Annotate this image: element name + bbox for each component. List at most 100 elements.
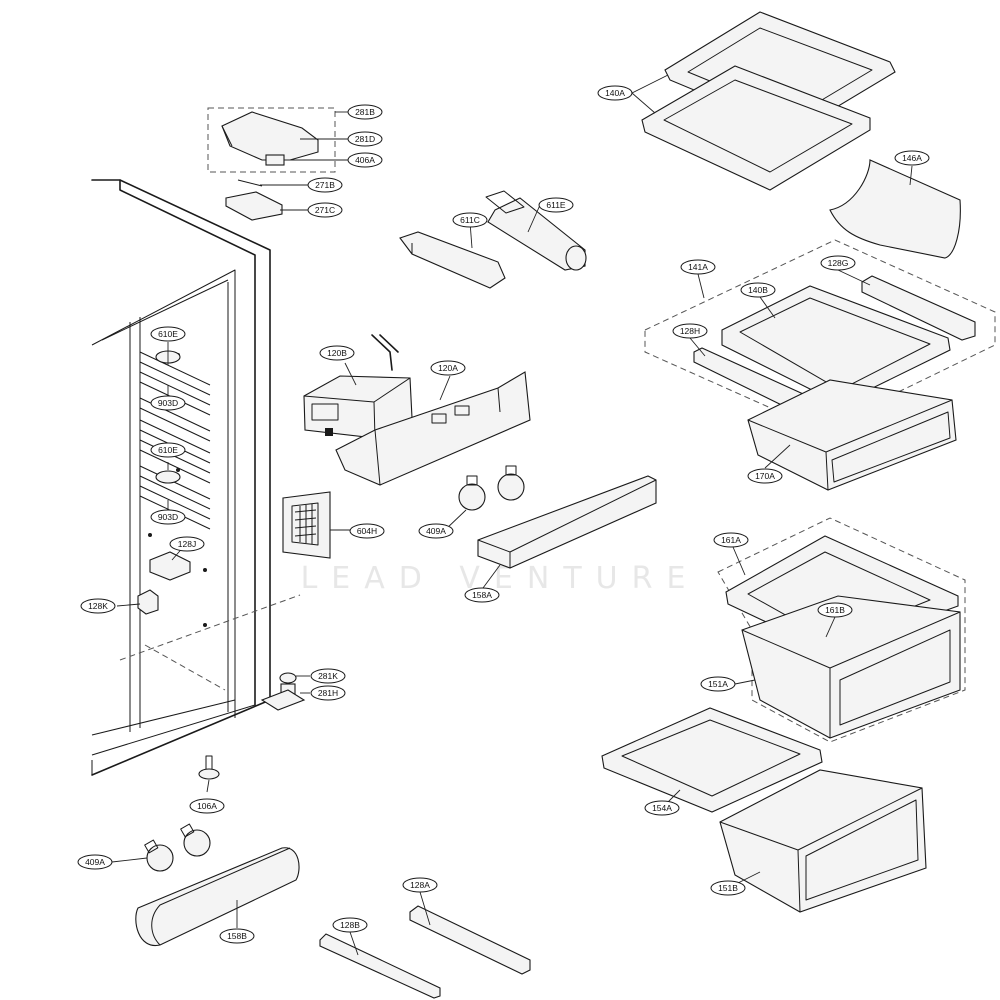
callout-154a-text: 154A: [652, 803, 672, 813]
callout-128b: 128B: [332, 917, 368, 933]
callout-140b: 140B: [740, 282, 776, 298]
callout-161b: 161B: [817, 602, 853, 618]
callout-611c-text: 611C: [460, 215, 480, 225]
crisper-drawer-151a: [741, 595, 961, 739]
callout-271c-text: 271C: [315, 205, 335, 215]
callout-158b: 158B: [219, 928, 255, 944]
callout-281k: 281K: [310, 668, 346, 684]
crisper-drawer-151b: [719, 769, 927, 913]
callout-128a: 128A: [402, 877, 438, 893]
leveling-leg-106a: [198, 755, 220, 780]
callout-128k-text: 128K: [88, 601, 108, 611]
callout-903d-top: 903D: [150, 395, 186, 411]
callout-128k: 128K: [80, 598, 116, 614]
callout-140a: 140A: [597, 85, 633, 101]
callout-903d-bottom: 903D: [150, 509, 186, 525]
callout-604h-text: 604H: [357, 526, 377, 536]
callout-140a-text: 140A: [605, 88, 625, 98]
shelf-cover-146a: [829, 159, 961, 259]
callout-120a: 120A: [430, 360, 466, 376]
callout-120b: 120B: [319, 345, 355, 361]
air-filter-604h: [282, 491, 331, 559]
callout-406a: 406A: [347, 152, 383, 168]
shelf-154a: [601, 707, 823, 813]
callout-611c: 611C: [452, 212, 488, 228]
callout-409a-top: 409A: [418, 523, 454, 539]
damper-assembly-281b: [207, 107, 336, 173]
callout-281d-text: 281D: [355, 134, 375, 144]
callout-170a-text: 170A: [755, 471, 775, 481]
callout-903d-top-text: 903D: [158, 398, 178, 408]
watermark: LEAD VENTURE: [301, 561, 700, 596]
callout-151a-text: 151A: [708, 679, 728, 689]
glass-shelf-140a: [641, 11, 896, 191]
callout-409a-bottom: 409A: [77, 854, 113, 870]
mounting-bracket-120a: [335, 371, 531, 486]
callout-106a-text: 106A: [197, 801, 217, 811]
leader-lines: [111, 74, 913, 956]
callout-158a: 158A: [464, 587, 500, 603]
callout-903d-bottom-text: 903D: [158, 512, 178, 522]
callout-128g-text: 128G: [828, 258, 849, 268]
callout-604h: 604H: [349, 523, 385, 539]
bracket-128k: [137, 589, 159, 615]
callout-161a-text: 161A: [721, 535, 741, 545]
callout-158a-text: 158A: [472, 590, 492, 600]
callout-611e: 611E: [538, 197, 574, 213]
callout-140b-text: 140B: [748, 285, 768, 295]
callout-281b: 281B: [347, 104, 383, 120]
callout-128j-text: 128J: [178, 539, 196, 549]
callout-141a-text: 141A: [688, 262, 708, 272]
callout-281d: 281D: [347, 131, 383, 147]
light-cover-158a: [477, 475, 657, 569]
callout-161b-text: 161B: [825, 605, 845, 615]
callout-610e-bottom-text: 610E: [158, 445, 178, 455]
callout-271b-text: 271B: [315, 180, 335, 190]
callout-106a: 106A: [189, 798, 225, 814]
refrigerator-cabinet: [91, 179, 301, 776]
filter-tube-611e: [485, 190, 587, 271]
light-bulb-409a-bottom: [144, 823, 211, 872]
bracket-128j: [149, 551, 191, 581]
callout-128g: 128G: [820, 255, 856, 271]
callout-120b-text: 120B: [327, 348, 347, 358]
control-box-120b: [303, 334, 413, 439]
callout-161a: 161A: [713, 532, 749, 548]
callout-151b: 151B: [710, 880, 746, 896]
callout-281h-text: 281H: [318, 688, 338, 698]
callout-128h-text: 128H: [680, 326, 700, 336]
shelf-cap-610e-bottom: [155, 470, 181, 484]
callout-146a: 146A: [894, 150, 930, 166]
light-bulb-409a-top: [458, 465, 525, 511]
callout-271b: 271B: [307, 177, 343, 193]
hinge-281: [260, 672, 306, 711]
callout-610e-bottom: 610E: [150, 442, 186, 458]
callout-611e-text: 611E: [546, 200, 566, 210]
callout-610e-top-text: 610E: [158, 329, 178, 339]
callout-170a: 170A: [747, 468, 783, 484]
callout-120a-text: 120A: [438, 363, 458, 373]
callout-406a-text: 406A: [355, 155, 375, 165]
callout-128a-text: 128A: [410, 880, 430, 890]
rail-128b: [319, 933, 441, 999]
light-cover-158b: [135, 847, 300, 946]
callout-154a: 154A: [644, 800, 680, 816]
callout-128h: 128H: [672, 323, 708, 339]
callout-610e-top: 610E: [150, 326, 186, 342]
callout-281k-text: 281K: [318, 671, 338, 681]
callout-151a: 151A: [700, 676, 736, 692]
callout-281h: 281H: [310, 685, 346, 701]
drawer-170a: [747, 379, 957, 491]
callout-271c: 271C: [307, 202, 343, 218]
callout-409a-top-text: 409A: [426, 526, 446, 536]
rail-128a: [409, 905, 531, 975]
callout-151b-text: 151B: [718, 883, 738, 893]
callout-146a-text: 146A: [902, 153, 922, 163]
callout-281b-text: 281B: [355, 107, 375, 117]
bracket-271: [225, 179, 283, 221]
callout-128j: 128J: [169, 536, 205, 552]
callout-141a: 141A: [680, 259, 716, 275]
callout-409a-bottom-text: 409A: [85, 857, 105, 867]
water-tube-holder-611c: [399, 231, 506, 289]
